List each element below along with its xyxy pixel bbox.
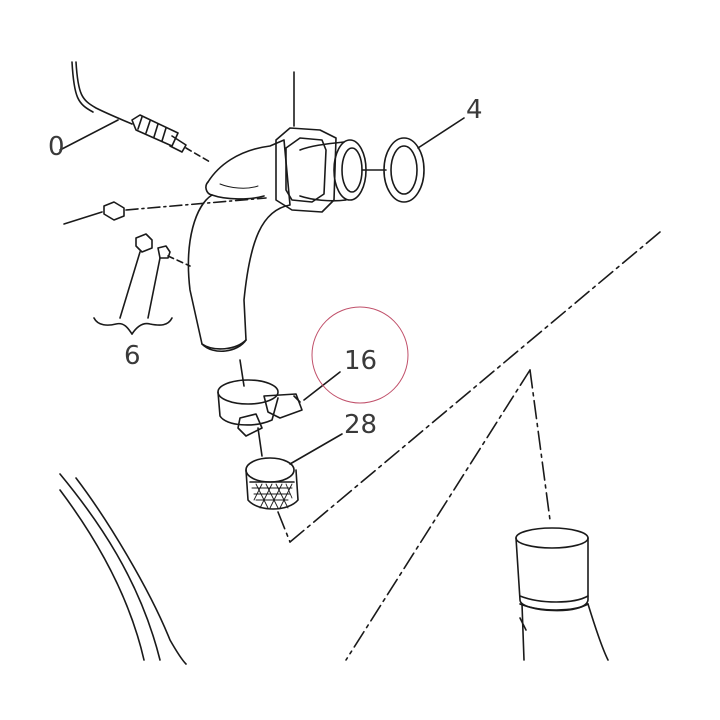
knurled-sleeve — [246, 434, 342, 509]
highlight-circle — [312, 307, 408, 403]
nut-and-studs — [64, 198, 266, 318]
leader-16 — [240, 360, 340, 400]
lower-pipe-section — [516, 528, 608, 660]
callout-part-6[interactable]: 6 — [124, 341, 141, 371]
pipe-flange — [276, 72, 336, 212]
band-clamp — [218, 380, 302, 456]
outlet-tube — [300, 140, 366, 201]
oxygen-sensor — [132, 115, 210, 162]
callout-cropped-reference: 0 — [48, 132, 65, 162]
gasket-ring — [362, 118, 464, 202]
frame-outline — [60, 474, 186, 664]
callout-part-16[interactable]: 16 — [344, 346, 378, 376]
callout-part-4[interactable]: 4 — [466, 95, 483, 125]
sensor-cable — [60, 62, 132, 150]
part-6-brace — [94, 318, 172, 334]
assembly-center-lines — [278, 232, 660, 660]
exhaust-bend-pipe — [188, 140, 290, 351]
callout-part-28[interactable]: 28 — [344, 410, 378, 440]
